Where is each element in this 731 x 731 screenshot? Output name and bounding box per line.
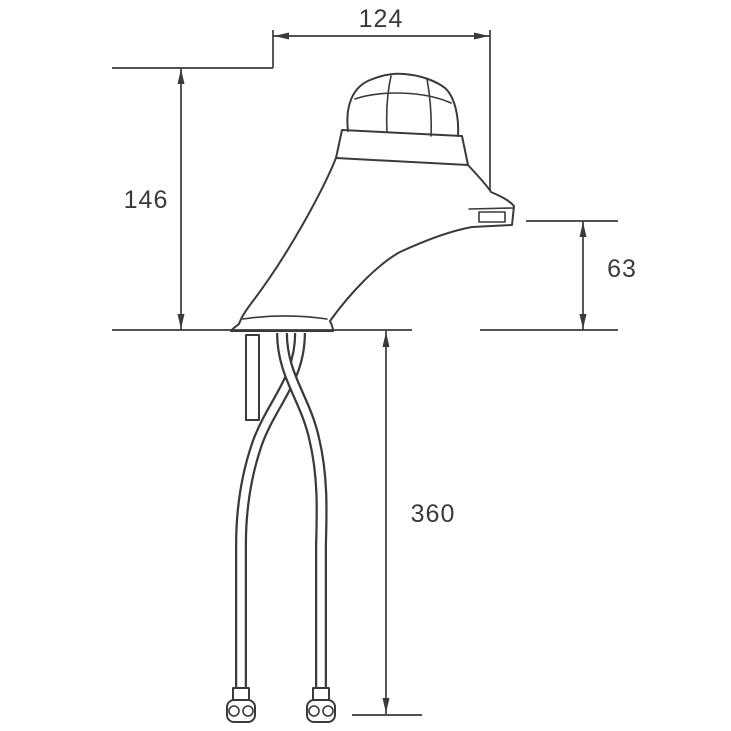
dimension-label-spout: 63: [607, 255, 637, 283]
arrowhead-up-icon: [579, 222, 587, 237]
dimension-hose-length: 360: [352, 331, 456, 716]
dimension-projection-width: 124: [272, 5, 491, 190]
knurl-line: [354, 92, 452, 104]
threaded-stud: [245, 334, 260, 421]
dimension-label-hose: 360: [411, 500, 456, 528]
fitting-nut: [306, 699, 336, 723]
aerator-insert: [478, 211, 506, 223]
arrowhead-up-icon: [382, 332, 390, 347]
fitting-nut: [226, 699, 256, 723]
knurl-line: [426, 78, 433, 137]
dimension-label-height: 146: [124, 186, 169, 214]
fitting-detail: [322, 705, 334, 717]
arrowhead-down-icon: [177, 314, 185, 329]
base-flange-line: [242, 315, 328, 320]
spout-outline: [329, 164, 515, 332]
dimension-spout-height: 63: [480, 220, 637, 331]
tap-body-drawing: [230, 72, 515, 332]
knob-outline: [346, 72, 460, 137]
hose-left-bore: [278, 332, 326, 690]
aerator-divider: [468, 207, 514, 210]
fitting-detail: [228, 705, 240, 717]
arrowhead-up-icon: [177, 69, 185, 84]
body-left-edge: [230, 157, 337, 332]
hose-fitting-right: [306, 687, 336, 723]
hose-fitting-left: [226, 687, 256, 723]
arrowhead-left-icon: [274, 32, 289, 40]
knob-knurl-lines: [354, 75, 452, 137]
arrowhead-down-icon: [382, 698, 390, 713]
arrowhead-down-icon: [579, 314, 587, 329]
dimension-body-height: 146: [112, 67, 412, 331]
arrowhead-right-icon: [474, 32, 489, 40]
fitting-detail: [242, 705, 254, 717]
dimension-label-width: 124: [359, 5, 404, 33]
collar: [335, 129, 469, 166]
flexible-hoses: [235, 332, 328, 690]
fitting-detail: [308, 705, 320, 717]
knurl-line: [385, 75, 392, 133]
